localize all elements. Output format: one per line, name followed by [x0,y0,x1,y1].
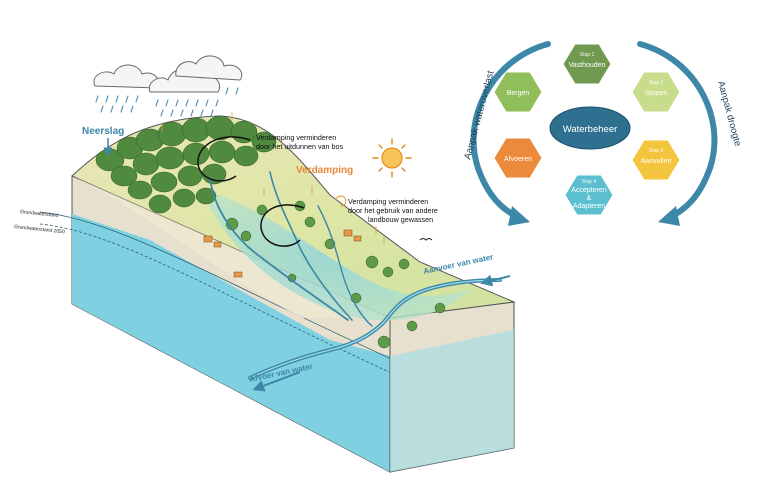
verdamping-cycle-icon [335,195,347,207]
sun-icon [372,138,412,178]
aanvoer-label: Aanvoer van water [423,252,494,276]
hex-step-2: Stap 2 Sparen [631,71,681,113]
landbouw-label-line2: door het gebruik van andere [348,206,438,215]
hex-step-4-step: Stap 4 [582,179,597,185]
right-face-groundwater [390,330,514,472]
forest [95,115,277,214]
hex-step-4-label-line2: & [587,195,592,202]
landbouw-label-line1: Verdamping verminderen [348,197,428,206]
evaporation-arrows [161,112,385,244]
center-label: Waterbeheer [563,124,618,135]
groundwater-body [72,214,390,472]
rain-drops [95,87,239,117]
hex-step-4-label-line3: Adapteren [573,203,605,210]
hex-step-4-shape [564,174,614,216]
hex-afvoeren-shape [493,137,543,179]
hex-step-3-shape [631,139,681,181]
right-arc-arrow [637,41,718,221]
bos-label-line2: door het uitdunnen van bos [256,142,344,151]
hex-step-1-step: Stap 1 [580,52,595,58]
hex-step-2-shape [631,71,681,113]
main-river-highlight [249,279,501,379]
left-arc-arrowhead [508,206,530,226]
landbouw-label-line3: landbouw gewassen [368,215,433,224]
evaporation-swirl-icon [197,136,305,247]
bos-label-line1: Verdamping verminderen [256,133,336,142]
streams [209,171,373,327]
wetland-zone [200,190,470,321]
aanvoer-arrow [480,274,511,287]
hex-step-1-label: Vasthouden [569,62,606,69]
hex-step-3: Stap 3 Aanvullen [631,139,681,181]
right-arc-label: Aanpak droogte [715,80,743,148]
hex-afvoeren: Afvoeren [493,137,543,179]
hex-step-2-label: Sparen [645,90,668,97]
left-arc-label: Aanpak wateroverlast [462,69,496,160]
hex-step-1-shape [562,43,612,85]
center-ellipse [549,106,631,150]
bird-icon [419,238,433,241]
hex-bergen-label: Bergen [507,90,530,97]
grondwater-now-label: Grondwaterstand [20,209,59,219]
hex-afvoeren-label: Afvoeren [504,156,532,163]
grondwater-2050-label: Grondwaterstand 2050 [14,224,65,235]
afvoer-arrow [252,371,301,392]
houses [203,229,362,278]
groundwater-line-now [39,211,421,373]
landscape-block [39,115,516,473]
right-arc-arrowhead [658,206,680,226]
neerslag-label: Neerslag [82,126,124,137]
waterbeheer-cycle: Aanpak wateroverlast Aanpak droogte Wate… [462,41,743,226]
hex-step-2-step: Stap 2 [649,80,664,86]
verdamping-label: Verdamping [296,165,353,176]
cloud-icon [93,55,243,93]
hex-step-3-step: Stap 3 [649,148,664,154]
hex-step-4: Stap 4 Accepteren & Adapteren [564,174,614,216]
rain-clouds [93,55,243,117]
hex-bergen: Bergen [493,71,543,113]
hex-step-4-label-line1: Accepteren [571,187,607,194]
left-arc-arrow [470,41,551,221]
hex-step-3-label: Aanvullen [641,158,672,165]
hex-step-1: Stap 1 Vasthouden [562,43,612,85]
groundwater-line-2050 [39,223,421,387]
hex-bergen-shape [493,71,543,113]
